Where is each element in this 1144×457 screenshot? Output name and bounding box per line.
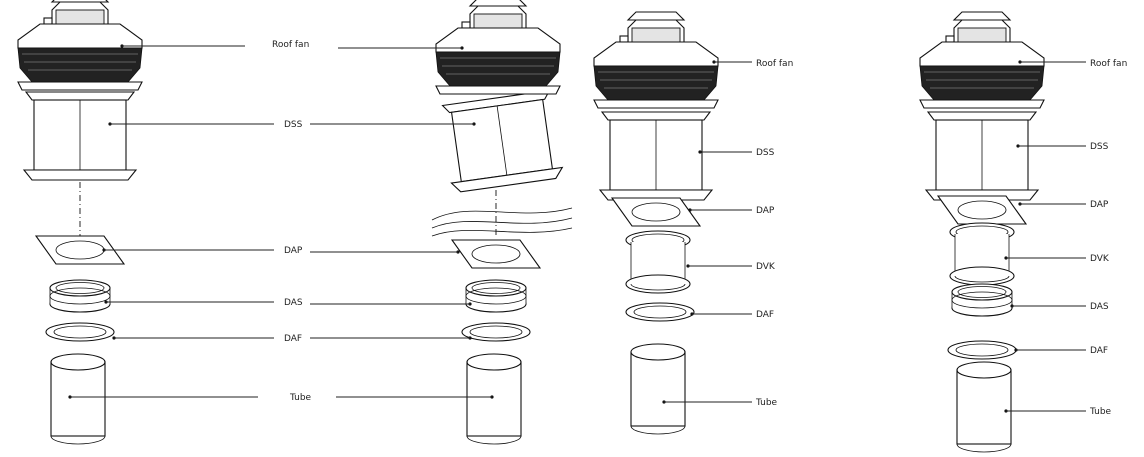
label-dap: DAP xyxy=(284,246,303,256)
label-roof-fan-3: Roof fan xyxy=(756,59,793,69)
label-roof-fan: Roof fan xyxy=(272,40,309,50)
label-tube-3: Tube xyxy=(755,398,778,408)
label-daf: DAF xyxy=(284,334,302,344)
figure-2 xyxy=(310,0,573,445)
label-dvk-4: DVK xyxy=(1090,254,1110,264)
figure-3 xyxy=(593,11,752,435)
label-dvk-3: DVK xyxy=(756,262,776,272)
figure-1 xyxy=(17,0,274,445)
label-dap-4: DAP xyxy=(1090,200,1109,210)
label-das: DAS xyxy=(284,298,303,308)
label-dap-3: DAP xyxy=(756,206,775,216)
figure-4 xyxy=(919,11,1086,453)
label-daf-4: DAF xyxy=(1090,346,1108,356)
label-dss-4: DSS xyxy=(1090,142,1109,152)
label-roof-fan-4: Roof fan xyxy=(1090,59,1127,69)
label-tube: Tube xyxy=(289,393,312,403)
label-daf-3: DAF xyxy=(756,310,774,320)
label-tube-4: Tube xyxy=(1089,407,1112,417)
label-dss: DSS xyxy=(284,120,303,130)
label-dss-3: DSS xyxy=(756,148,775,158)
label-das-4: DAS xyxy=(1090,302,1109,312)
